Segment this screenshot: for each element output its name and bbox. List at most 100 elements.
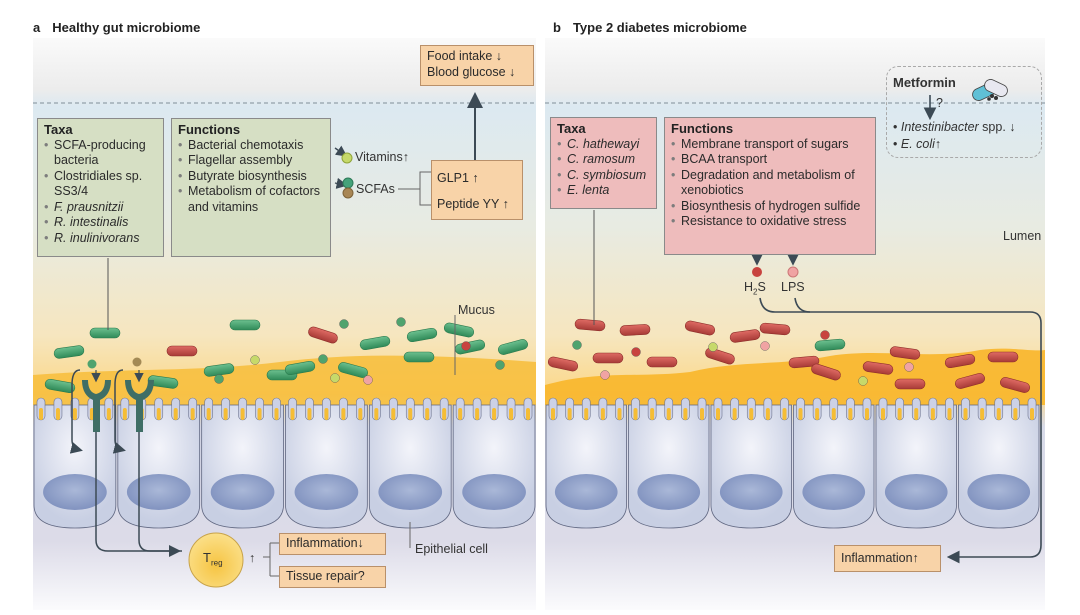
cell-nucleus [637,474,701,510]
microvillus-core [190,408,195,420]
pathobiont-bacterium [619,324,651,336]
microvillus-core [749,408,754,420]
metabolite-molecule [495,360,505,370]
function-item: Resistance to oxidative stress [671,214,869,230]
panel-a-letter: a [33,20,41,35]
microvillus-core [551,408,555,420]
microvillus-core [947,408,952,420]
treg-up-arrow: ↑ [249,551,256,565]
function-item: Flagellar assembly [178,153,324,169]
metformin-title: Metformin [893,75,956,90]
microvillus-core [324,408,329,420]
beneficial-bacterium [229,319,261,331]
microvillus-core [716,408,720,420]
microvillus-core [732,408,737,420]
h2s-sub: 2 [753,287,758,297]
panel-b-mucus-layer [545,348,1045,405]
microvillus-core [930,408,935,420]
functions-heading: Functions [671,121,734,136]
microvillus-core [173,408,178,420]
microvillus-core [156,408,161,420]
microvillus-core [617,408,622,420]
metabolite-molecule [760,341,770,351]
metformin-effect-1: • Intestinibacter spp. ↓ [893,120,1016,134]
h2s-label: H2S [744,280,766,297]
microvillus-core [442,408,447,420]
microvillus-core [492,408,497,420]
taxa-item: C. ramosum [557,152,650,168]
microvillus-core [72,408,77,420]
microvillus-core [1013,408,1018,420]
microvillus-core [106,408,111,420]
pathobiont-bacterium [547,356,579,372]
pathobiont-bacterium [987,351,1019,363]
pathobiont-bacterium [788,355,820,369]
taxa-item: C. hathewayi [557,137,650,153]
cell-nucleus [462,474,526,510]
pathobiont-bacterium [811,363,841,381]
inflammation-path-arrow [759,297,1042,564]
receptor-2 [112,357,181,557]
mucus-label: Mucus [458,303,495,317]
vitamins-arrow [334,145,348,157]
scfas-label: SCFAs [356,182,395,196]
glp1-label: GLP1 ↑ [437,171,479,185]
metabolite-molecule [396,317,406,327]
pathobiont-bacterium [944,353,976,369]
cell-nucleus [43,474,107,510]
beneficial-bacterium [359,335,391,351]
microvillus-core [290,408,295,420]
ecoli-label: E. coli [900,137,935,151]
treg-label: Treg [203,550,223,568]
taxa-item: F. prausnitzii [44,200,157,216]
pathobiont-bacterium [862,361,894,375]
inflammation-down-box: Inflammation↓ [279,533,386,555]
taxa-item: E. lenta [557,183,650,199]
metabolite-molecule [631,347,641,357]
hormones-box: GLP1 ↑ Peptide YY ↑ [431,160,523,220]
microvillus-core [798,408,803,420]
microvillus-core [650,408,655,420]
taxa-item: R. inulinivorans [44,231,157,247]
cell-nucleus [126,474,191,510]
microvillus-core [458,408,463,420]
cell-nucleus [294,474,359,510]
cell-nucleus [719,474,783,510]
microvillus-core [358,408,363,420]
beneficial-bacterium [338,362,368,378]
blood-glucose-label: Blood glucose ↓ [427,64,516,79]
pathobiont-bacterium [889,346,921,360]
metformin-question: ? [936,96,943,110]
cell-nucleus [967,474,1031,510]
pathobiont-bacterium [759,322,791,336]
vitamins-label: Vitamins↑ [355,150,409,164]
microvillus-core [600,408,605,420]
pathobiont-bacterium [166,345,198,357]
metabolite-molecule [339,319,349,329]
beneficial-bacterium [284,360,316,376]
metabolite-molecule [330,373,340,383]
ecoli-change: ↑ [934,137,942,151]
taxa-heading: Taxa [557,121,586,136]
beneficial-bacterium [403,351,435,363]
metabolite-molecule [858,376,868,386]
microvillus-core [89,408,94,420]
microvillus-core [223,408,228,420]
treg-cell [188,532,244,588]
beneficial-bacterium [89,327,121,339]
function-item: BCAA transport [671,152,869,168]
beneficial-bacterium [406,327,438,343]
taxa-heading: Taxa [44,122,73,137]
panel-b-letter: b [553,20,561,35]
pathobiont-bacterium [646,356,678,368]
taxa-item: Clostridiales sp. SS3/4 [44,169,157,200]
microvillus-core [996,408,1001,420]
pill-icon [972,79,1008,101]
microvillus-core [122,408,127,420]
microvillus-core [391,408,396,420]
cell-nucleus [210,474,275,510]
pathobiont-bacterium [574,318,606,332]
panel-b-epithelium [545,397,1040,529]
